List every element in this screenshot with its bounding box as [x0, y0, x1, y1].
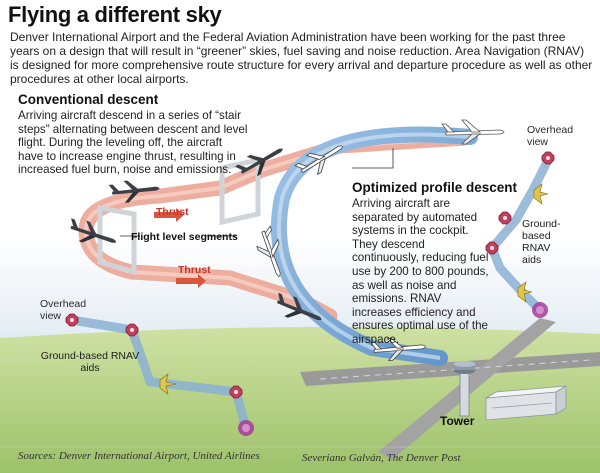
- overhead-view-label-right: Overhead view: [527, 124, 574, 148]
- optimized-text: Arriving aircraft are separated by autom…: [352, 197, 489, 346]
- terminal-building: [485, 385, 567, 421]
- page-title: Flying a different sky: [8, 2, 222, 27]
- conventional-text: Arriving aircraft descend in a series of…: [18, 109, 248, 177]
- control-tower: [453, 361, 476, 417]
- ground-aids-label-left: Ground-based RNAV aids: [40, 350, 140, 374]
- optimized-descent-path: [270, 126, 478, 366]
- aircraft-markers-right: [517, 183, 549, 303]
- ground-aids-label-right: Ground-based RNAV aids: [522, 218, 561, 266]
- flight-level-segments-label: Flight level segments: [131, 231, 238, 243]
- rnav-aids-left: [65, 313, 254, 436]
- sources-credit: Sources: Denver International Airport, U…: [18, 450, 260, 462]
- artist-credit: Severiano Galván, The Denver Post: [302, 452, 461, 464]
- aircraft-top-right: [441, 119, 505, 145]
- runway-main: [300, 352, 600, 386]
- aircraft-conventional-1: [234, 148, 283, 177]
- overhead-view-label-left: Overhead view: [40, 298, 87, 322]
- aircraft-markers-left: [159, 373, 177, 395]
- aircraft-conventional-2: [108, 180, 160, 203]
- optimized-heading: Optimized profile descent: [352, 180, 518, 195]
- aircraft-conventional-3: [70, 218, 117, 243]
- aircraft-optimized-2: [256, 225, 281, 277]
- thrust-arrows: [154, 208, 206, 288]
- flight-level-brackets: [97, 156, 261, 276]
- intro-paragraph: Denver International Airport and the Fed…: [10, 30, 593, 86]
- aircraft-landing: [369, 338, 426, 362]
- rnav-aids-right: [485, 151, 555, 318]
- aircraft-optimized-1: [294, 145, 343, 176]
- thrust-label-upper: Thrust: [156, 206, 189, 218]
- tower-label: Tower: [440, 414, 475, 428]
- aircraft-conventional-4: [276, 292, 322, 321]
- thrust-label-lower: Thrust: [178, 264, 211, 276]
- conventional-heading: Conventional descent: [18, 92, 159, 107]
